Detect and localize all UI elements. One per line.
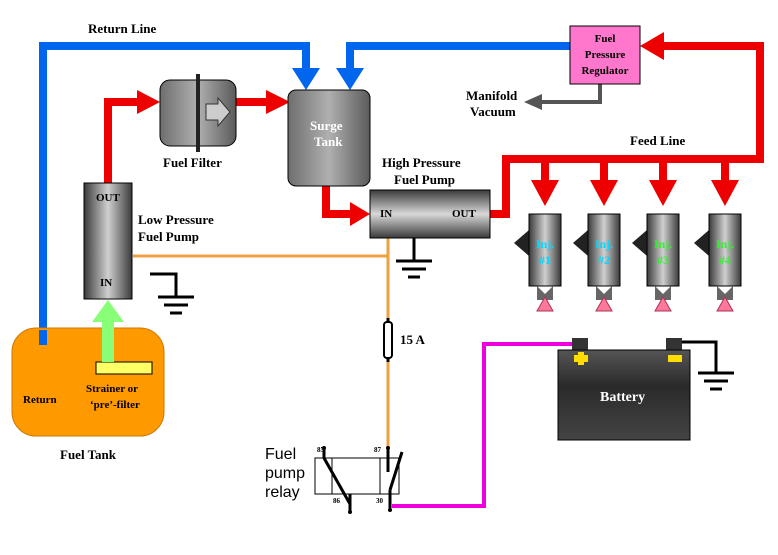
fpr-body xyxy=(569,25,641,85)
injector-1-label-2: #1 xyxy=(539,253,551,267)
surge-tank: Surge Tank xyxy=(287,89,371,187)
fpr-label-1: Fuel xyxy=(595,33,616,45)
injector-4-label-1: Inj. xyxy=(716,237,734,251)
fpr-label-3: Regulator xyxy=(581,65,628,77)
hp-out-label: OUT xyxy=(452,208,477,220)
injector-3-label-1: Inj. xyxy=(654,237,672,251)
lp-pump-label-1: Low Pressure xyxy=(138,212,214,227)
fuel-tank-label: Fuel Tank xyxy=(60,447,117,462)
lp-pump-body xyxy=(83,182,133,300)
battery-label: Battery xyxy=(600,390,645,405)
fuel-filter-label: Fuel Filter xyxy=(163,155,222,170)
hp-in-label: IN xyxy=(380,208,392,220)
return-arrow-surge-2 xyxy=(336,68,364,90)
lp-ground-icon xyxy=(150,272,194,315)
surge-tank-label-2: Tank xyxy=(314,134,343,149)
lift-arrow xyxy=(92,300,124,362)
feed-arrow-fpr xyxy=(640,32,664,60)
fuel-tank: Return Strainer or ‘pre’-filter Fuel Tan… xyxy=(11,327,165,462)
manifold-vacuum-label-2: Vacuum xyxy=(470,104,516,119)
injector-2-label-1: Inj. xyxy=(595,237,613,251)
feed-line xyxy=(104,32,764,226)
injector-2-label-2: #2 xyxy=(598,253,610,267)
relay-label-3: relay xyxy=(265,484,300,501)
fuel-tank-body xyxy=(11,327,165,437)
hp-ground-icon xyxy=(396,238,432,279)
injector-3: Inj. #3 xyxy=(632,213,680,312)
fuse-label: 15 A xyxy=(400,332,426,347)
lp-in-label: IN xyxy=(100,277,112,289)
relay-label-2: pump xyxy=(265,465,305,482)
high-pressure-pump: High Pressure Fuel Pump IN OUT xyxy=(369,155,491,239)
fuel-pressure-regulator: Fuel Pressure Regulator xyxy=(569,25,641,85)
hp-pump-body xyxy=(369,189,491,239)
feed-arrow-filter-in xyxy=(137,90,160,114)
injector-1: Inj. #1 xyxy=(514,213,562,312)
hp-pump-label-2: Fuel Pump xyxy=(394,172,455,187)
injector-4: Inj. #4 xyxy=(694,213,742,312)
return-line-label: Return Line xyxy=(88,21,156,36)
return-line-pipe xyxy=(39,42,310,365)
return-arrow-surge-1 xyxy=(292,68,320,90)
relay-pin-85: 85 xyxy=(317,446,325,454)
strainer-label-1: Strainer or xyxy=(86,383,138,395)
manifold-vacuum-label-1: Manifold xyxy=(466,88,518,103)
manifold-vacuum-line xyxy=(524,84,602,110)
surge-tank-label-1: Surge xyxy=(310,118,343,133)
feed-line-label: Feed Line xyxy=(630,133,685,148)
relay-pin-30: 30 xyxy=(376,497,384,505)
injector-2: Inj. #2 xyxy=(573,213,621,312)
vacuum-arrow xyxy=(524,94,542,110)
fuse: 15 A xyxy=(383,318,426,362)
injector-1-label-1: Inj. xyxy=(536,237,554,251)
relay-label-1: Fuel xyxy=(265,446,296,463)
return-line-pipe-fpr xyxy=(346,42,570,70)
low-pressure-pump: OUT IN Low Pressure Fuel Pump xyxy=(83,182,214,300)
battery: Battery xyxy=(557,338,691,441)
hp-pump-label-1: High Pressure xyxy=(382,155,461,170)
injector-4-label-2: #4 xyxy=(719,253,731,267)
relay-pin-87: 87 xyxy=(374,446,382,454)
filter-flow-icon xyxy=(205,96,231,128)
battery-ground-icon xyxy=(682,340,734,391)
lp-out-label: OUT xyxy=(96,192,121,204)
surge-tank-body xyxy=(287,89,371,187)
fuel-pump-relay: Fuel pump relay 85 87 86 30 xyxy=(265,446,404,514)
feed-arrow-hp-in xyxy=(350,202,370,226)
feed-arrow-surge-in xyxy=(266,90,290,114)
lp-pump-label-2: Fuel Pump xyxy=(138,229,199,244)
fuel-filter: Fuel Filter xyxy=(159,74,237,170)
tank-return-label: Return xyxy=(23,394,57,406)
wire-battery xyxy=(392,342,574,508)
strainer xyxy=(95,361,153,375)
fpr-label-2: Pressure xyxy=(585,49,626,61)
relay-pin-86: 86 xyxy=(333,497,341,505)
injector-3-label-2: #3 xyxy=(657,253,669,267)
battery-negative-terminal xyxy=(668,355,682,362)
strainer-label-2: ‘pre’-filter xyxy=(90,399,140,411)
